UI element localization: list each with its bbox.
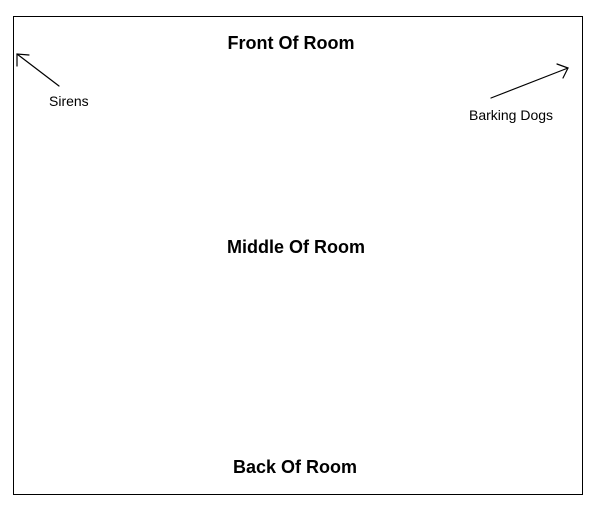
middle-of-room-label: Middle Of Room	[227, 237, 365, 257]
barking-dogs-label: Barking Dogs	[469, 107, 554, 123]
back-of-room-label: Back Of Room	[232, 457, 358, 477]
front-of-room-label: Front Of Room	[227, 33, 355, 53]
sirens-label: Sirens	[49, 93, 89, 109]
room-outline	[13, 16, 583, 495]
